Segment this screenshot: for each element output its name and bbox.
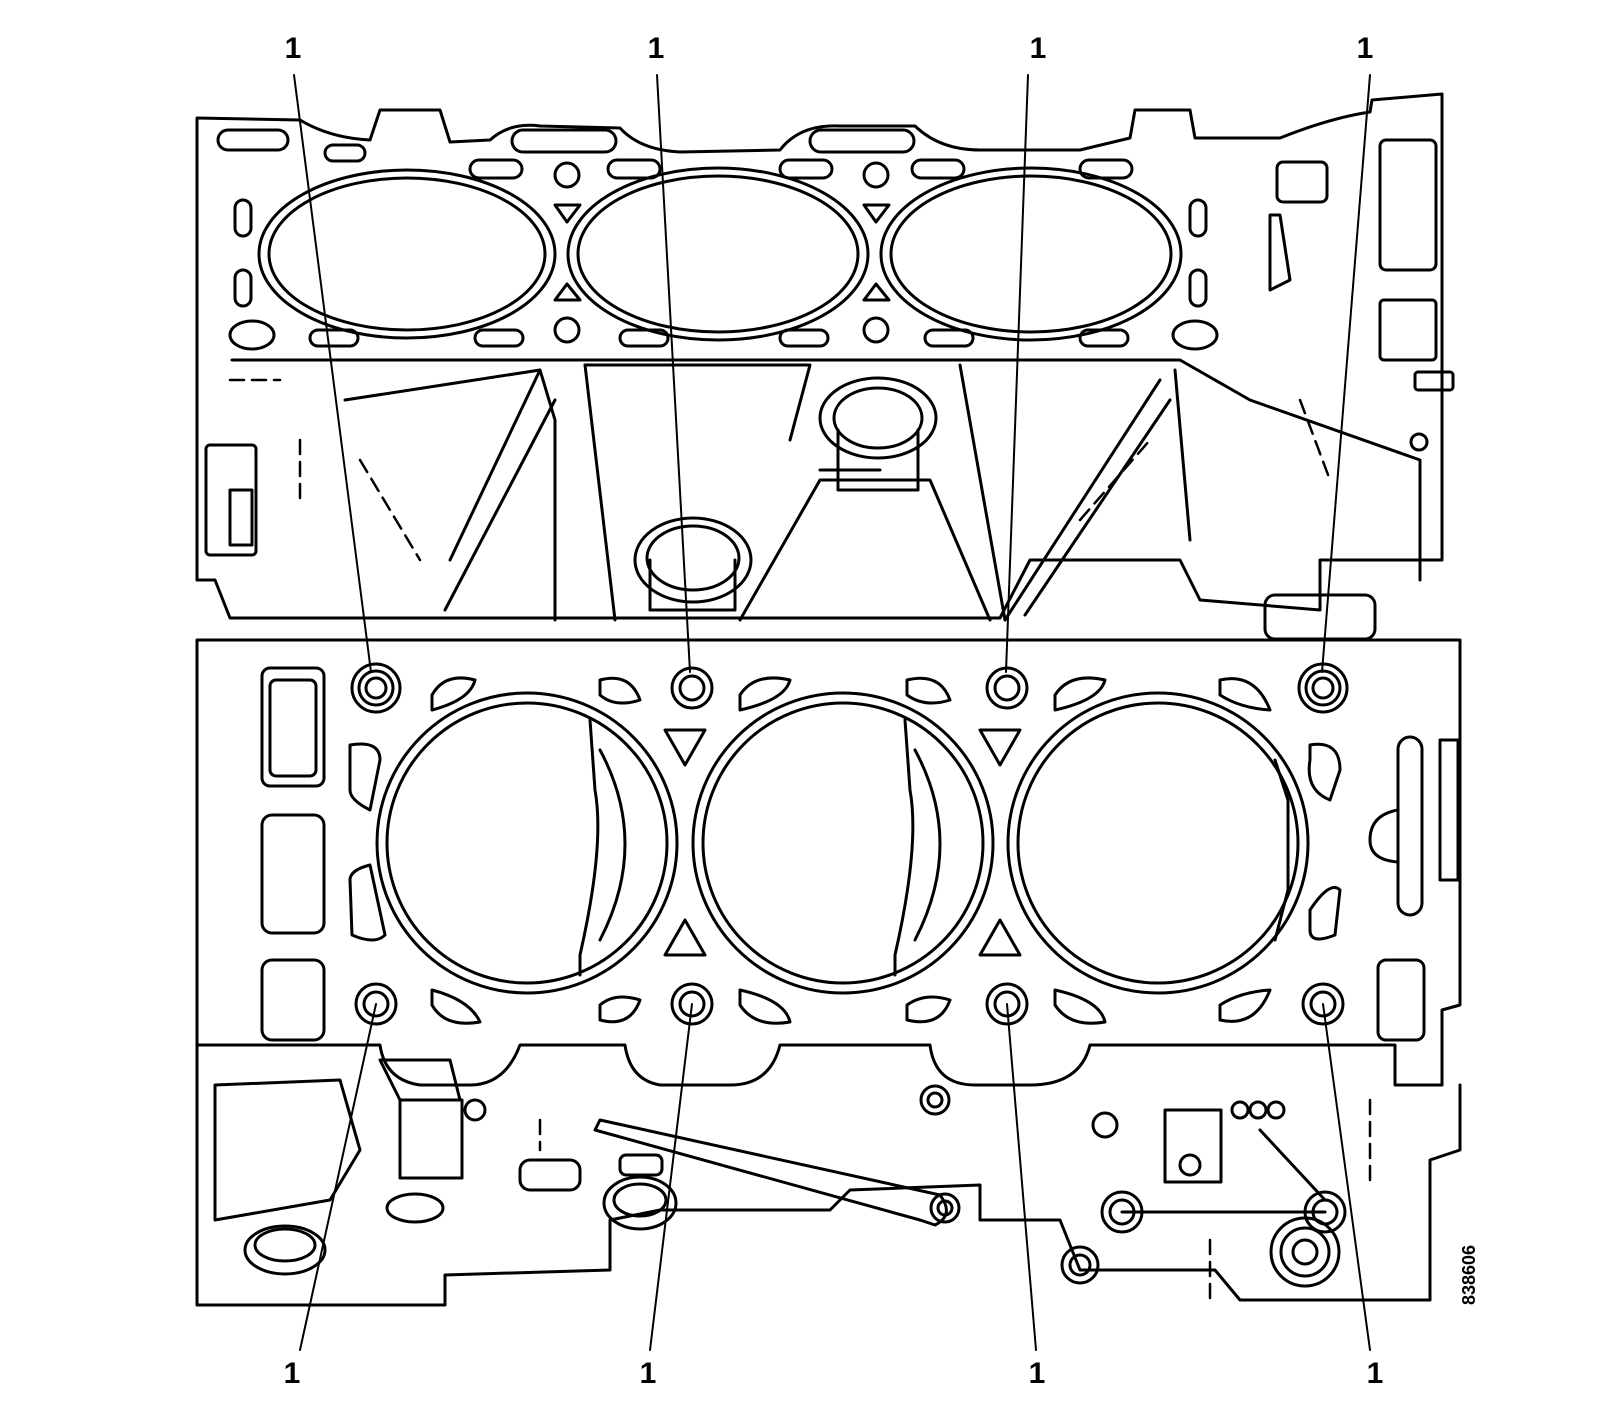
upper-bore-3 <box>879 166 1183 342</box>
callout-label-bottom-1: 1 <box>284 1357 301 1390</box>
callout-label-bottom-3: 1 <box>1029 1357 1046 1390</box>
valley <box>204 358 1422 641</box>
bolt-hole-top-1 <box>350 662 402 714</box>
callout-label-top-2: 1 <box>648 32 665 65</box>
bolt-hole-bottom-3 <box>985 982 1029 1026</box>
figure-code: 838606 <box>1459 1245 1479 1305</box>
bolt-hole-bottom-4 <box>1301 982 1345 1026</box>
lower-bore-3 <box>1006 691 1310 995</box>
valley-port-center <box>818 376 938 492</box>
lower-deck <box>195 638 1462 1087</box>
bolt-hole-bottom-2 <box>670 982 714 1026</box>
bolt-hole-top-2 <box>670 666 714 710</box>
bolt-hole-bottom-1 <box>354 982 398 1026</box>
leader-lines <box>293 74 1371 1351</box>
upper-deck <box>195 92 1455 620</box>
lower-bore-2 <box>691 691 995 995</box>
bolt-hole-top-3 <box>985 666 1029 710</box>
callout-label-top-1: 1 <box>285 32 302 65</box>
callout-label-bottom-4: 1 <box>1367 1357 1384 1390</box>
callout-label-bottom-2: 1 <box>640 1357 657 1390</box>
crankcase <box>195 1043 1462 1307</box>
callout-labels: 1 1 1 1 1 1 1 1 <box>284 32 1384 1390</box>
callout-label-top-3: 1 <box>1030 32 1047 65</box>
upper-bore-2 <box>566 166 870 342</box>
upper-bore-1 <box>257 168 557 340</box>
lower-bore-1 <box>375 691 679 995</box>
valley-port-left <box>633 516 753 612</box>
callout-label-top-4: 1 <box>1357 32 1374 65</box>
